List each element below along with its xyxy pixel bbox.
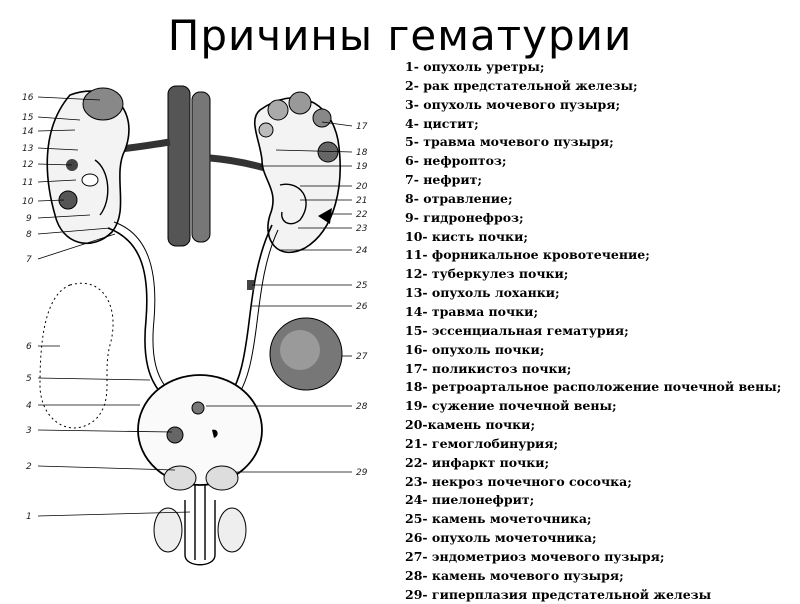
legend-item: 23- некроз почечного сосочка; bbox=[405, 473, 632, 489]
legend-item: 14- травма почки; bbox=[405, 303, 539, 319]
legend-item: 4- цистит; bbox=[405, 115, 479, 131]
vena-cava bbox=[191, 91, 211, 243]
urethra bbox=[194, 485, 206, 560]
legend-item: 20-камень почки; bbox=[405, 417, 536, 433]
legend-item: 17- поликистоз почки; bbox=[405, 360, 572, 376]
callout-5: 5 bbox=[26, 374, 32, 384]
legend-item: 7- нефрит; bbox=[405, 172, 482, 188]
callout-29: 29 bbox=[356, 468, 368, 478]
scrotum-left bbox=[153, 507, 183, 553]
urinary-bladder bbox=[137, 374, 263, 486]
endometriosis-disc-highlight bbox=[280, 330, 320, 370]
left-calyx bbox=[81, 173, 99, 187]
callout-27: 27 bbox=[356, 352, 368, 362]
callout-1: 1 bbox=[26, 512, 32, 522]
legend-item: 12- туберкулез почки; bbox=[405, 266, 569, 282]
legend-item: 18- ретроартальное расположение почечной… bbox=[405, 379, 782, 395]
left-renal-pelvis bbox=[94, 159, 109, 216]
right-pointer-lines bbox=[206, 121, 353, 473]
left-pointer-lines bbox=[37, 96, 191, 517]
nephroptosis-kidney bbox=[39, 282, 114, 429]
legend-item: 6- нефроптоз; bbox=[405, 153, 507, 169]
callout-14: 14 bbox=[22, 127, 34, 137]
polycystic-cyst bbox=[258, 122, 274, 138]
right-ureter-inner bbox=[239, 229, 279, 393]
left-kidney-tumor bbox=[82, 87, 124, 121]
bladder-tumor bbox=[166, 426, 184, 444]
callout-7: 7 bbox=[26, 255, 32, 265]
right-ureter bbox=[231, 224, 273, 393]
left-ureter-inner bbox=[113, 221, 169, 391]
right-number-labels: 17 18 19 20 21 22 23 24 25 26 27 28 29 bbox=[356, 122, 368, 478]
polycystic-cyst bbox=[312, 108, 332, 128]
legend-item: 19- сужение почечной вены; bbox=[405, 398, 617, 414]
legend-item: 11- форникальное кровотечение; bbox=[405, 247, 650, 263]
callout-18: 18 bbox=[356, 148, 368, 158]
penis bbox=[184, 500, 216, 566]
legend-item: 24- пиелонефрит; bbox=[405, 492, 535, 508]
legend-item: 27- эндометриоз мочевого пузыря; bbox=[405, 548, 665, 564]
polycystic-cyst bbox=[288, 91, 312, 115]
callout-21: 21 bbox=[356, 196, 367, 206]
legend-list: 1- опухоль уретры; 2- рак предстательной… bbox=[405, 58, 781, 604]
callout-2: 2 bbox=[26, 462, 32, 472]
callout-3: 3 bbox=[26, 426, 32, 436]
legend-item: 29- гиперплазия предстательной железы bbox=[405, 586, 712, 602]
ureter-stone bbox=[247, 280, 254, 290]
legend-item: 9- гидронефроз; bbox=[405, 209, 524, 225]
callout-24: 24 bbox=[356, 246, 368, 256]
callout-19: 19 bbox=[356, 162, 368, 172]
legend-item: 2- рак предстательной железы; bbox=[405, 77, 638, 93]
legend-item: 22- инфаркт почки; bbox=[405, 454, 550, 470]
callout-12: 12 bbox=[22, 160, 34, 170]
callout-28: 28 bbox=[356, 402, 368, 412]
legend-item: 15- эссенциальная гематурия; bbox=[405, 322, 629, 338]
legend-item: 13- опухоль лоханки; bbox=[405, 285, 560, 301]
callout-17: 17 bbox=[356, 122, 368, 132]
callout-20: 20 bbox=[356, 182, 368, 192]
callout-23: 23 bbox=[356, 224, 368, 234]
legend-item: 26- опухоль мочеточника; bbox=[405, 530, 597, 546]
legend-item: 28- камень мочевого пузыря; bbox=[405, 567, 624, 583]
legend-item: 25- камень мочеточника; bbox=[405, 511, 592, 527]
callout-10: 10 bbox=[22, 197, 34, 207]
scrotum-right bbox=[217, 507, 247, 553]
polycystic-cyst bbox=[317, 141, 339, 163]
prostate-left-lobe bbox=[163, 465, 197, 491]
left-number-labels: 16 15 14 13 12 11 10 9 8 7 6 5 4 3 2 1 bbox=[22, 93, 34, 522]
page-title: Причины гематурии bbox=[167, 11, 633, 60]
callout-4: 4 bbox=[26, 401, 32, 411]
callout-9: 9 bbox=[26, 214, 32, 224]
callout-22: 22 bbox=[356, 210, 368, 220]
legend-item: 8- отравление; bbox=[405, 190, 513, 206]
legend-item: 21- гемоглобинурия; bbox=[405, 435, 559, 451]
callout-16: 16 bbox=[22, 93, 34, 103]
callout-15: 15 bbox=[22, 113, 34, 123]
callout-26: 26 bbox=[356, 302, 368, 312]
legend-item: 5- травма мочевого пузыря; bbox=[405, 134, 614, 150]
legend-item: 16- опухоль почки; bbox=[405, 341, 545, 357]
polycystic-cyst bbox=[267, 99, 289, 121]
legend-item: 1- опухоль уретры; bbox=[405, 59, 545, 74]
callout-13: 13 bbox=[22, 144, 34, 154]
bladder-stone bbox=[191, 401, 205, 415]
renal-infarct bbox=[318, 208, 332, 224]
aorta bbox=[167, 85, 191, 247]
callout-11: 11 bbox=[22, 178, 33, 188]
callout-8: 8 bbox=[26, 230, 32, 240]
left-ureter bbox=[107, 227, 161, 393]
urinary-system-diagram: 16 15 14 13 12 11 10 9 8 7 6 5 4 3 2 1 1… bbox=[22, 85, 368, 566]
legend-item: 10- кисть почки; bbox=[405, 228, 528, 244]
legend-item: 3- опухоль мочевого пузыря; bbox=[405, 96, 621, 112]
callout-6: 6 bbox=[26, 342, 32, 352]
prostate-right-lobe bbox=[205, 465, 239, 491]
right-renal-pelvis bbox=[279, 183, 307, 225]
bladder-spot bbox=[212, 429, 218, 438]
callout-25: 25 bbox=[356, 281, 368, 291]
